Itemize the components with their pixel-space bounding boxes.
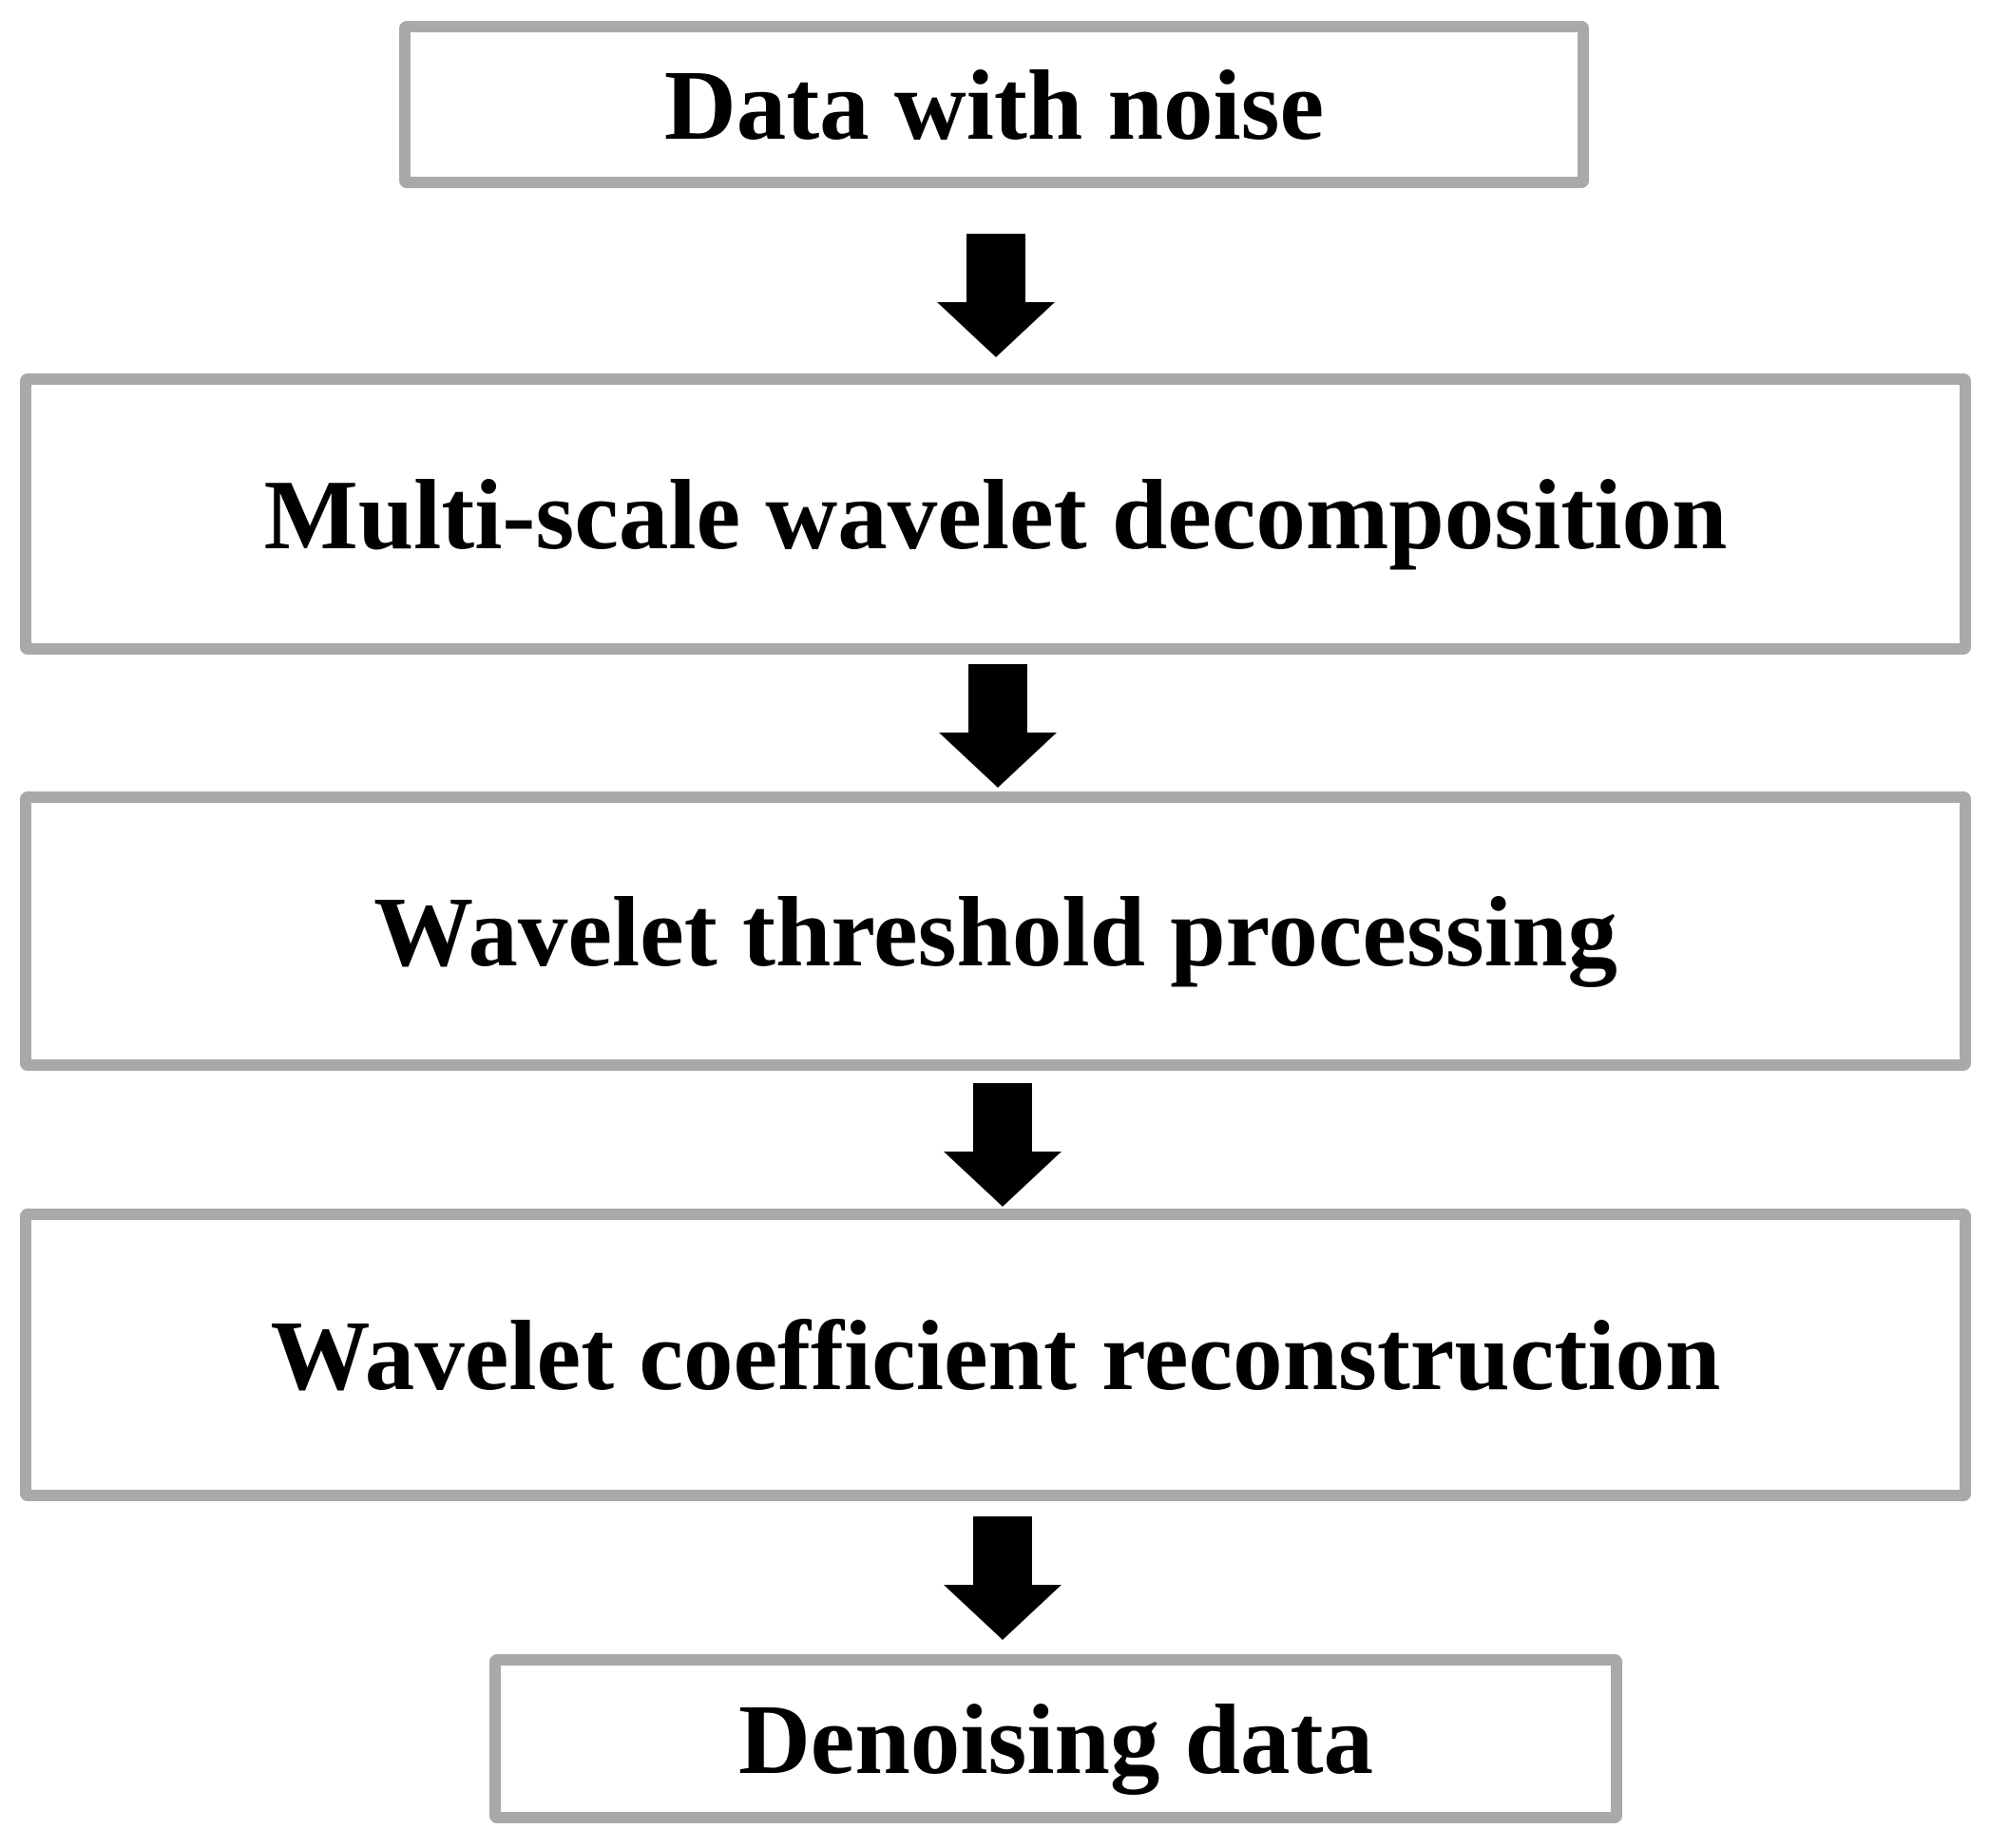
flow-node-label: Denoising data <box>737 1683 1374 1795</box>
down-arrow-shape <box>944 1516 1062 1640</box>
down-arrow-shape <box>939 664 1057 788</box>
down-arrow-shape <box>937 234 1055 357</box>
down-arrow-icon <box>937 234 1055 357</box>
flow-node-label: Wavelet coefficient reconstruction <box>270 1299 1721 1411</box>
down-arrow-icon <box>939 664 1057 788</box>
flow-node-label: Multi-scale wavelet decomposition <box>263 458 1728 570</box>
flow-node-wavelet-threshold-processing: Wavelet threshold processing <box>20 791 1971 1071</box>
flow-node-data-with-noise: Data with noise <box>399 21 1589 188</box>
flow-node-multi-scale-wavelet-decomposition: Multi-scale wavelet decomposition <box>20 373 1971 655</box>
down-arrow-icon <box>944 1083 1062 1207</box>
flow-node-label: Data with noise <box>663 48 1325 161</box>
flow-node-wavelet-coefficient-reconstruction: Wavelet coefficient reconstruction <box>20 1209 1971 1501</box>
down-arrow-shape <box>944 1083 1062 1207</box>
flow-node-label: Wavelet threshold processing <box>373 875 1617 987</box>
flow-node-denoising-data: Denoising data <box>489 1654 1622 1823</box>
down-arrow-icon <box>944 1516 1062 1640</box>
